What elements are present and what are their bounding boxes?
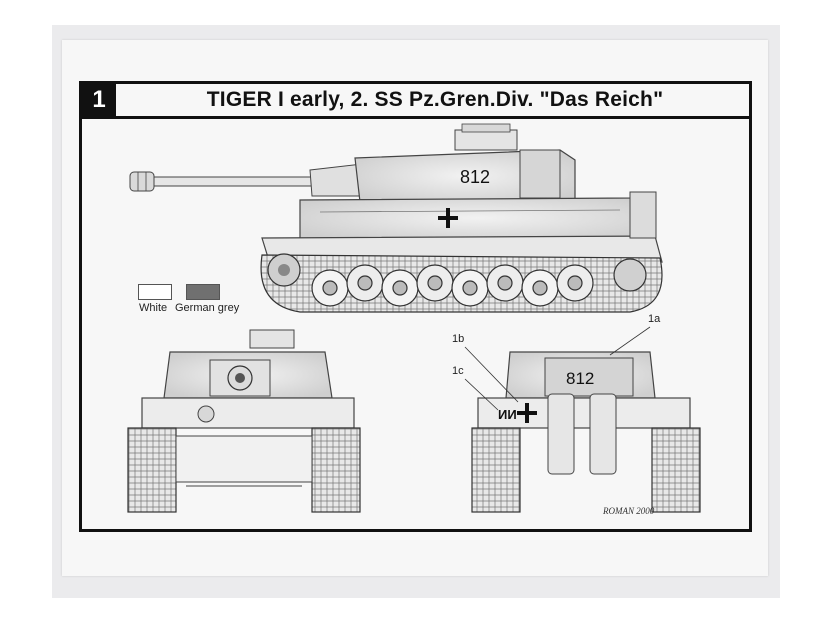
plate-number: 1 <box>82 84 116 116</box>
german-grey-label: German grey <box>175 302 240 314</box>
turret-number-side: 812 <box>460 167 490 187</box>
header-rule <box>79 116 752 119</box>
rear-view: 812 ИИ <box>464 326 701 513</box>
front-right-track <box>311 427 361 513</box>
idler-wheel <box>613 258 647 292</box>
rear-right-track <box>651 427 701 513</box>
white-swatch <box>138 284 172 300</box>
air-filter-left <box>547 393 575 475</box>
rear-stowage-bin <box>544 357 634 397</box>
side-view: 812 <box>129 123 663 313</box>
rear-balkenkreuz <box>517 403 537 423</box>
front-view <box>127 329 361 513</box>
callout-1a: 1a <box>648 313 661 325</box>
air-filter-right <box>589 393 617 475</box>
stowage-bin <box>519 149 561 199</box>
plate-frame <box>79 81 752 532</box>
balkenkreuz <box>438 208 458 228</box>
rear-left-track <box>471 427 521 513</box>
plate-title: TIGER I early, 2. SS Pz.Gren.Div. "Das R… <box>206 88 664 111</box>
front-hull-plate <box>141 397 355 429</box>
upper-hull <box>299 195 656 241</box>
road-wheels <box>311 264 594 307</box>
callout-1b: 1b <box>452 333 465 345</box>
front-cupola <box>249 329 295 349</box>
gun-barrel <box>151 176 315 187</box>
rear-number: 812 <box>566 369 594 388</box>
commander-cupola <box>454 129 518 151</box>
rear-hull-plate <box>477 397 691 429</box>
muzzle-brake <box>129 171 155 192</box>
callout-1c: 1c <box>452 365 464 377</box>
white-label: White <box>139 302 168 314</box>
german-grey-swatch <box>186 284 220 300</box>
front-left-track <box>127 427 177 513</box>
artist-signature: ROMAN 2000 <box>603 506 655 516</box>
division-symbol: ИИ <box>498 407 517 422</box>
